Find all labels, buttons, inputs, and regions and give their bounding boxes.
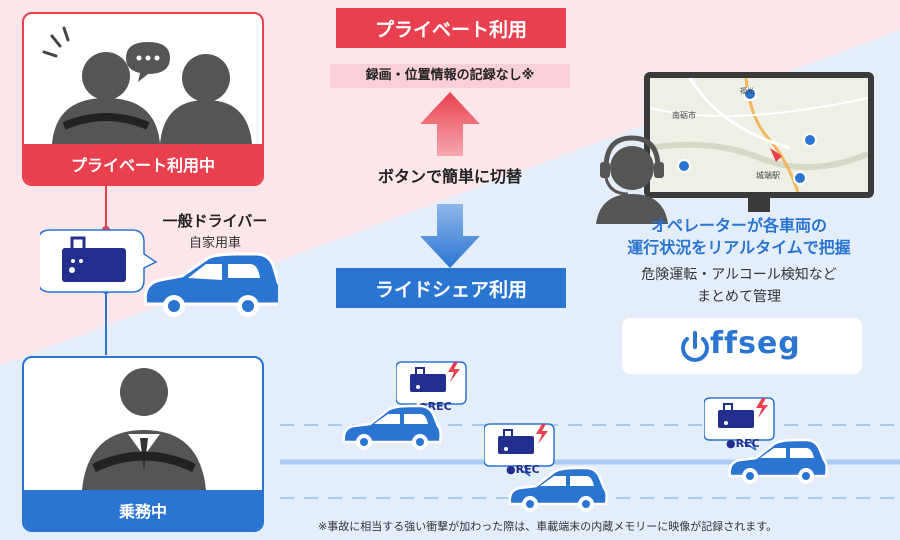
rec-bubble-2 xyxy=(484,423,555,477)
private-use-label: プライベート利用中 xyxy=(24,144,262,184)
rec-label-3: ●REC xyxy=(726,437,760,450)
map-view xyxy=(650,78,868,192)
rideshare-mode-title: ライドシェア利用 xyxy=(336,268,566,308)
rec-bubble-1 xyxy=(396,361,467,417)
operator-line1: オペレーターが各車両の xyxy=(650,216,827,235)
duty-label: 乗務中 xyxy=(24,490,262,530)
map-place-3: 福光 xyxy=(740,87,754,95)
map-place-1: 南砺市 xyxy=(672,111,696,120)
operator-icon xyxy=(596,135,668,224)
arrow-down-icon xyxy=(420,204,480,268)
car-icon-2 xyxy=(508,466,608,512)
power-icon xyxy=(681,331,709,362)
car-icon-3 xyxy=(728,438,828,484)
arrow-up-icon xyxy=(420,92,480,156)
rec-bubble-3 xyxy=(704,397,775,451)
operator-sub2: まとめて管理 xyxy=(697,289,781,305)
driver-title: 一般ドライバー xyxy=(162,212,268,230)
duty-panel: 乗務中 xyxy=(22,356,264,532)
couple-illustration xyxy=(42,26,252,144)
driver-subtitle: 自家用車 xyxy=(188,236,241,251)
offseg-logo: ffseg xyxy=(622,318,862,374)
exclaim-icon xyxy=(42,26,70,58)
device-bubble xyxy=(40,229,158,293)
footnote: ※事故に相当する強い衝撃が加わった際は、車載端末の内蔵メモリーに映像が記録されま… xyxy=(318,520,778,533)
speech-bubble-icon xyxy=(126,42,170,82)
switch-text: ボタンで簡単に切替 xyxy=(377,167,522,186)
private-mode-note: 録画・位置情報の記録なし※ xyxy=(330,64,570,88)
operator-line2: 運行状況をリアルタイムで把握 xyxy=(627,238,851,257)
private-mode-title: プライベート利用 xyxy=(336,8,566,48)
impact-icon xyxy=(536,424,548,444)
rec-label-2: ●REC xyxy=(506,463,540,476)
impact-icon xyxy=(756,398,768,418)
private-car-icon xyxy=(143,252,278,317)
driver-illustration xyxy=(82,368,206,490)
impact-icon xyxy=(448,362,460,382)
dashcam-icon xyxy=(62,248,126,282)
monitor-stand xyxy=(748,198,770,212)
private-use-panel: プライベート利用中 xyxy=(22,12,264,186)
switch-arrows xyxy=(420,92,480,268)
monitor: 南砺市 城端駅 福光 xyxy=(644,72,874,198)
car-icon-1 xyxy=(342,404,442,450)
map-place-2: 城端駅 xyxy=(756,171,780,180)
logo-text: ffseg xyxy=(710,326,801,361)
operator-sub1: 危険運転・アルコール検知など xyxy=(641,267,837,283)
